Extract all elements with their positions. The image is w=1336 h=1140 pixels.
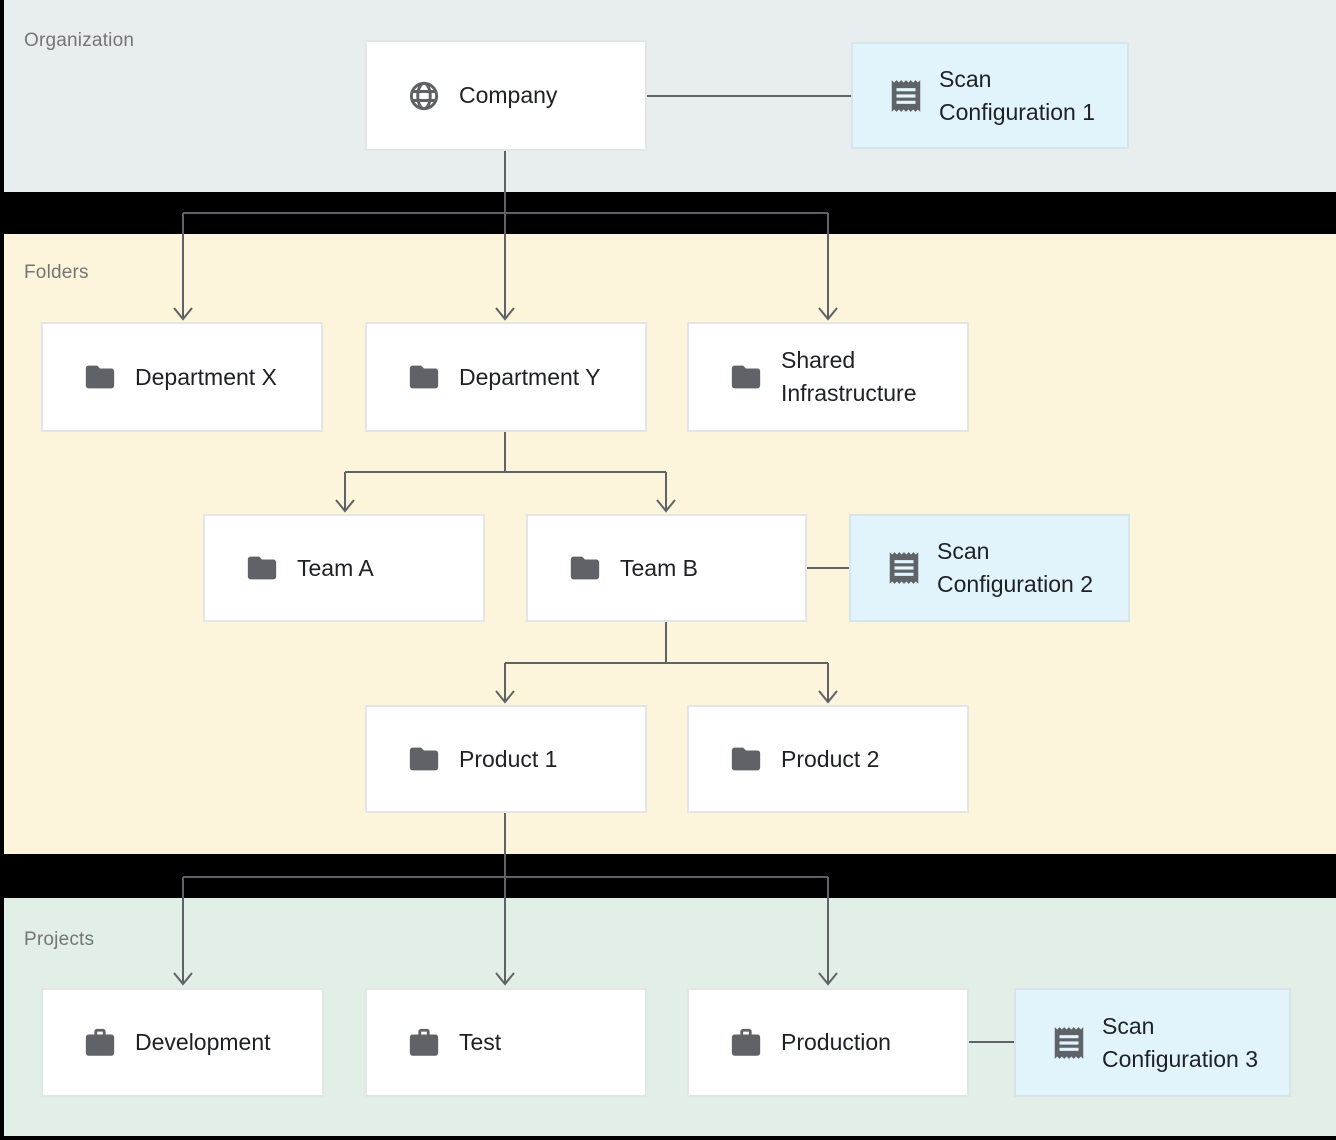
folders-band-label: Folders bbox=[24, 262, 89, 283]
node-development: Development bbox=[41, 988, 324, 1097]
node-scan-configuration-1: Scan Configuration 1 bbox=[851, 42, 1129, 149]
node-product-1: Product 1 bbox=[365, 705, 647, 813]
folder-icon bbox=[83, 360, 117, 394]
folder-icon bbox=[245, 551, 279, 585]
node-team-b-label: Team B bbox=[620, 554, 698, 581]
briefcase-icon bbox=[729, 1026, 763, 1060]
node-test-label: Test bbox=[459, 1029, 502, 1056]
organization-band bbox=[4, 0, 1336, 192]
node-scan-configuration-2-label: Scan Configuration 2 bbox=[937, 538, 1093, 597]
node-scan-configuration-3-label: Scan Configuration 3 bbox=[1102, 1012, 1258, 1072]
node-scan-configuration-3: Scan Configuration 3 bbox=[1014, 988, 1291, 1097]
node-product-1-label: Product 1 bbox=[459, 745, 558, 772]
organization-band-label: Organization bbox=[24, 30, 135, 51]
node-product-2: Product 2 bbox=[687, 705, 969, 813]
node-production: Production bbox=[687, 988, 969, 1097]
node-company: Company bbox=[365, 40, 647, 151]
receipt-icon bbox=[887, 77, 925, 115]
projects-band-label: Projects bbox=[24, 929, 95, 950]
node-scan-configuration-1-label: Scan Configuration 1 bbox=[939, 65, 1095, 125]
node-team-a: Team A bbox=[203, 514, 485, 622]
node-development-label: Development bbox=[135, 1029, 271, 1056]
node-production-label: Production bbox=[781, 1029, 891, 1056]
node-team-a-label: Team A bbox=[297, 554, 374, 581]
globe-icon bbox=[407, 79, 441, 113]
receipt-icon bbox=[1050, 1024, 1088, 1062]
node-department-x-label: Department X bbox=[135, 363, 277, 390]
node-department-y-label: Department Y bbox=[459, 363, 601, 390]
node-team-b: Team B bbox=[526, 514, 807, 622]
folder-icon bbox=[729, 742, 763, 776]
folder-icon bbox=[407, 742, 441, 776]
node-department-x: Department X bbox=[41, 322, 323, 432]
folder-icon bbox=[729, 360, 763, 394]
briefcase-icon bbox=[407, 1026, 441, 1060]
receipt-icon bbox=[885, 549, 923, 587]
node-test: Test bbox=[365, 988, 647, 1097]
node-shared-infrastructure: Shared Infrastructure bbox=[687, 322, 969, 432]
node-company-label: Company bbox=[459, 82, 558, 109]
node-scan-configuration-2: Scan Configuration 2 bbox=[849, 514, 1130, 622]
node-product-2-label: Product 2 bbox=[781, 745, 880, 772]
briefcase-icon bbox=[83, 1026, 117, 1060]
node-department-y: Department Y bbox=[365, 322, 647, 432]
node-shared-infrastructure-label: Shared Infrastructure bbox=[781, 347, 917, 406]
folder-icon bbox=[407, 360, 441, 394]
folder-icon bbox=[568, 551, 602, 585]
